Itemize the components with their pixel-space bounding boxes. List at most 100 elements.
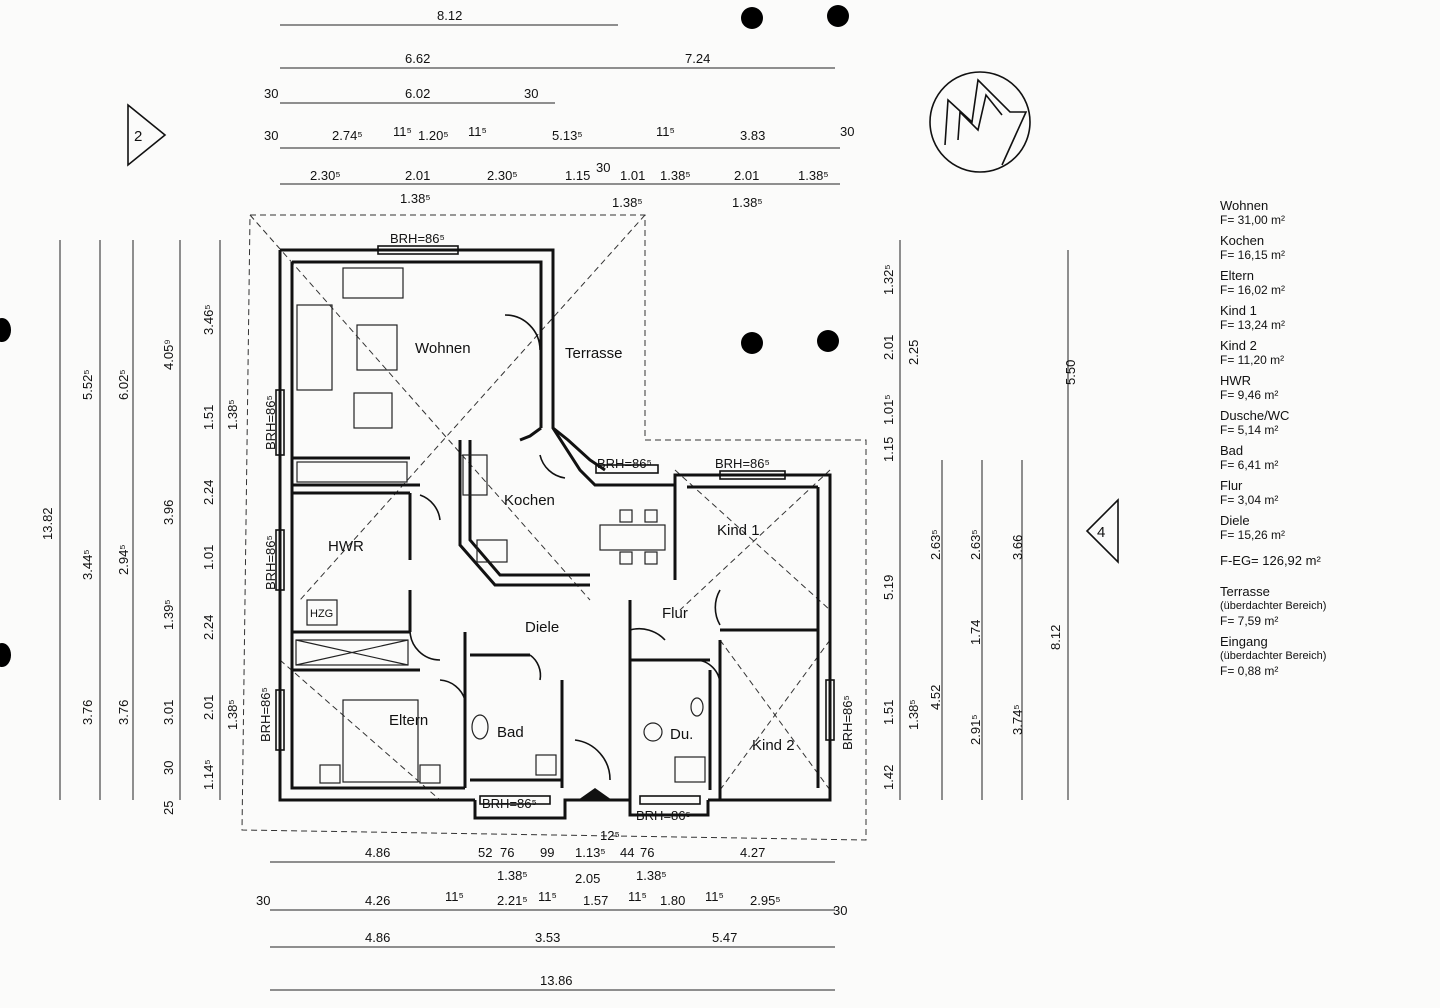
dim-left-d: 4.05⁹: [161, 339, 176, 370]
dim-right-m: 2.63⁵: [968, 529, 983, 560]
dim-left-s: 1.39⁵: [161, 599, 176, 630]
legend-item-area: F= 31,00 m²: [1220, 213, 1286, 227]
dim-left-p: 1.38⁵: [225, 399, 240, 430]
dim-bottom-1d: 99: [540, 845, 554, 860]
dim-left-l: 2.01: [201, 695, 216, 720]
dim-right-o: 4.52: [928, 685, 943, 710]
dim-left-m: 1.38⁵: [225, 699, 240, 730]
room-diele: Diele: [525, 619, 559, 636]
dim-right-l: 2.63⁵: [928, 529, 943, 560]
doors: [409, 314, 721, 781]
dim-bottom-3i: 11⁵: [705, 889, 724, 904]
dim-bottom-2a: 1.38⁵: [497, 868, 528, 883]
room-kind2: Kind 2: [752, 737, 795, 754]
dim-top-4b: 2.74⁵: [332, 128, 363, 143]
dim-left-t: 30: [161, 761, 176, 775]
dim-right-a: 5.50: [1063, 360, 1078, 385]
dim-right-q: 2.91⁵: [968, 714, 983, 745]
brh-label: BRH=86⁵: [482, 796, 537, 811]
legend-item-area: F= 3,04 m²: [1220, 493, 1279, 507]
brh-label: BRH=86⁵: [715, 456, 770, 471]
dim-bottom-1c: 76: [500, 845, 514, 860]
dim-top-6c: 1.38⁵: [732, 195, 763, 210]
roof-outline: [241, 214, 867, 841]
dim-left-q: 1.01: [201, 545, 216, 570]
right-dimension-chains: 5.50 8.12 2.25 2.01 1.32⁵ 1.01⁵ 1.15 5.1…: [881, 240, 1078, 800]
dim-top-6a: 1.38⁵: [400, 191, 431, 206]
dim-left-j: 3.76: [116, 700, 131, 725]
dim-left-a: 13.82: [40, 507, 55, 540]
section-marker-left: 2: [127, 103, 167, 167]
dim-top-4e: 11⁵: [468, 124, 487, 139]
dim-top-4f: 5.13⁵: [552, 128, 583, 143]
dim-bottom-1g: 76: [640, 845, 654, 860]
exterior-walls: [278, 248, 832, 820]
dim-left-n: 2.24: [201, 615, 216, 640]
dim-left-k: 3.01: [161, 700, 176, 725]
dim-bottom-3j: 2.95⁵: [750, 893, 781, 908]
legend-item-area: F= 9,46 m²: [1220, 388, 1279, 402]
dim-left-f: 3.44⁵: [80, 549, 95, 580]
room-eltern: Eltern: [389, 712, 428, 729]
dim-top-5i: 1.38⁵: [798, 168, 829, 183]
room-flur: Flur: [662, 605, 688, 622]
legend-item-name: Flur: [1220, 478, 1243, 493]
dim-right-j: 1.38⁵: [906, 699, 921, 730]
legend-item-area: F= 5,14 m²: [1220, 423, 1279, 437]
brh-label: BRH=86⁵: [263, 395, 278, 450]
dim-bottom-3g: 11⁵: [628, 889, 647, 904]
dim-top-2a: 6.62: [405, 51, 430, 66]
legend-item-name: HWR: [1220, 373, 1252, 388]
room-wohnen: Wohnen: [415, 340, 471, 357]
dim-right-e: 1.32⁵: [881, 264, 896, 295]
dim-left-i: 3.76: [80, 700, 95, 725]
legend-total: F-EG= 126,92 m²: [1220, 553, 1321, 568]
legend-item-name: Diele: [1220, 513, 1250, 528]
dim-bottom-1i: 12⁵: [600, 828, 620, 843]
dim-right-b: 8.12: [1048, 625, 1063, 650]
room-dusche: Du.: [670, 726, 693, 743]
brh-label: BRH=86⁵: [258, 687, 273, 742]
legend-item-name: Kind 2: [1220, 338, 1257, 353]
dim-right-n: 3.66: [1010, 535, 1025, 560]
dim-bottom-3c: 11⁵: [445, 889, 464, 904]
room-kochen: Kochen: [504, 492, 555, 509]
section-marker-left-label: 2: [134, 128, 142, 145]
legend-item-name: Kochen: [1220, 233, 1265, 248]
dim-bottom-1e: 1.13⁵: [575, 845, 606, 860]
dim-top-4h: 3.83: [740, 128, 765, 143]
brh-label: BRH=86⁵: [597, 456, 652, 471]
entrance-marker: [578, 788, 612, 800]
dim-bottom-4a: 4.86: [365, 930, 390, 945]
legend-item-name: Bad: [1220, 443, 1244, 458]
legend-extra-sub: (überdachter Bereich): [1220, 650, 1327, 662]
binder-holes: [0, 5, 849, 667]
legend-extra-name: Eingang: [1220, 634, 1268, 649]
dim-top-3b: 6.02: [405, 86, 430, 101]
dim-bottom-1b: 52: [478, 845, 492, 860]
dim-top-6b: 1.38⁵: [612, 195, 643, 210]
room-hzg: HZG: [310, 608, 333, 620]
dim-top-5c: 2.30⁵: [487, 168, 518, 183]
dim-left-r: 2.24: [201, 480, 216, 505]
dim-right-r: 3.74⁵: [1010, 704, 1025, 735]
dim-top-5g: 1.38⁵: [660, 168, 691, 183]
legend-extra: Terrasse(überdachter Bereich)F= 7,59 m²: [1220, 584, 1420, 629]
legend-item-area: F= 16,15 m²: [1220, 248, 1286, 262]
furniture: [295, 267, 706, 784]
dim-bottom-4b: 3.53: [535, 930, 560, 945]
legend-item-area: F= 6,41 m²: [1220, 458, 1279, 472]
room-labels: Wohnen Terrasse Kochen HWR Kind 1 Flur D…: [310, 340, 795, 754]
legend-item-name: Dusche/WC: [1220, 408, 1290, 423]
dim-bottom-3k: 30: [833, 903, 847, 918]
bottom-dimension-chains: 4.86 52 76 99 1.13⁵ 44 76 4.27 12⁵ 1.38⁵…: [256, 828, 847, 991]
dim-bottom-3a: 30: [256, 893, 270, 908]
dim-bottom-3b: 4.26: [365, 893, 390, 908]
dim-bottom-2c: 1.38⁵: [636, 868, 667, 883]
dim-top-3a: 30: [264, 86, 278, 101]
